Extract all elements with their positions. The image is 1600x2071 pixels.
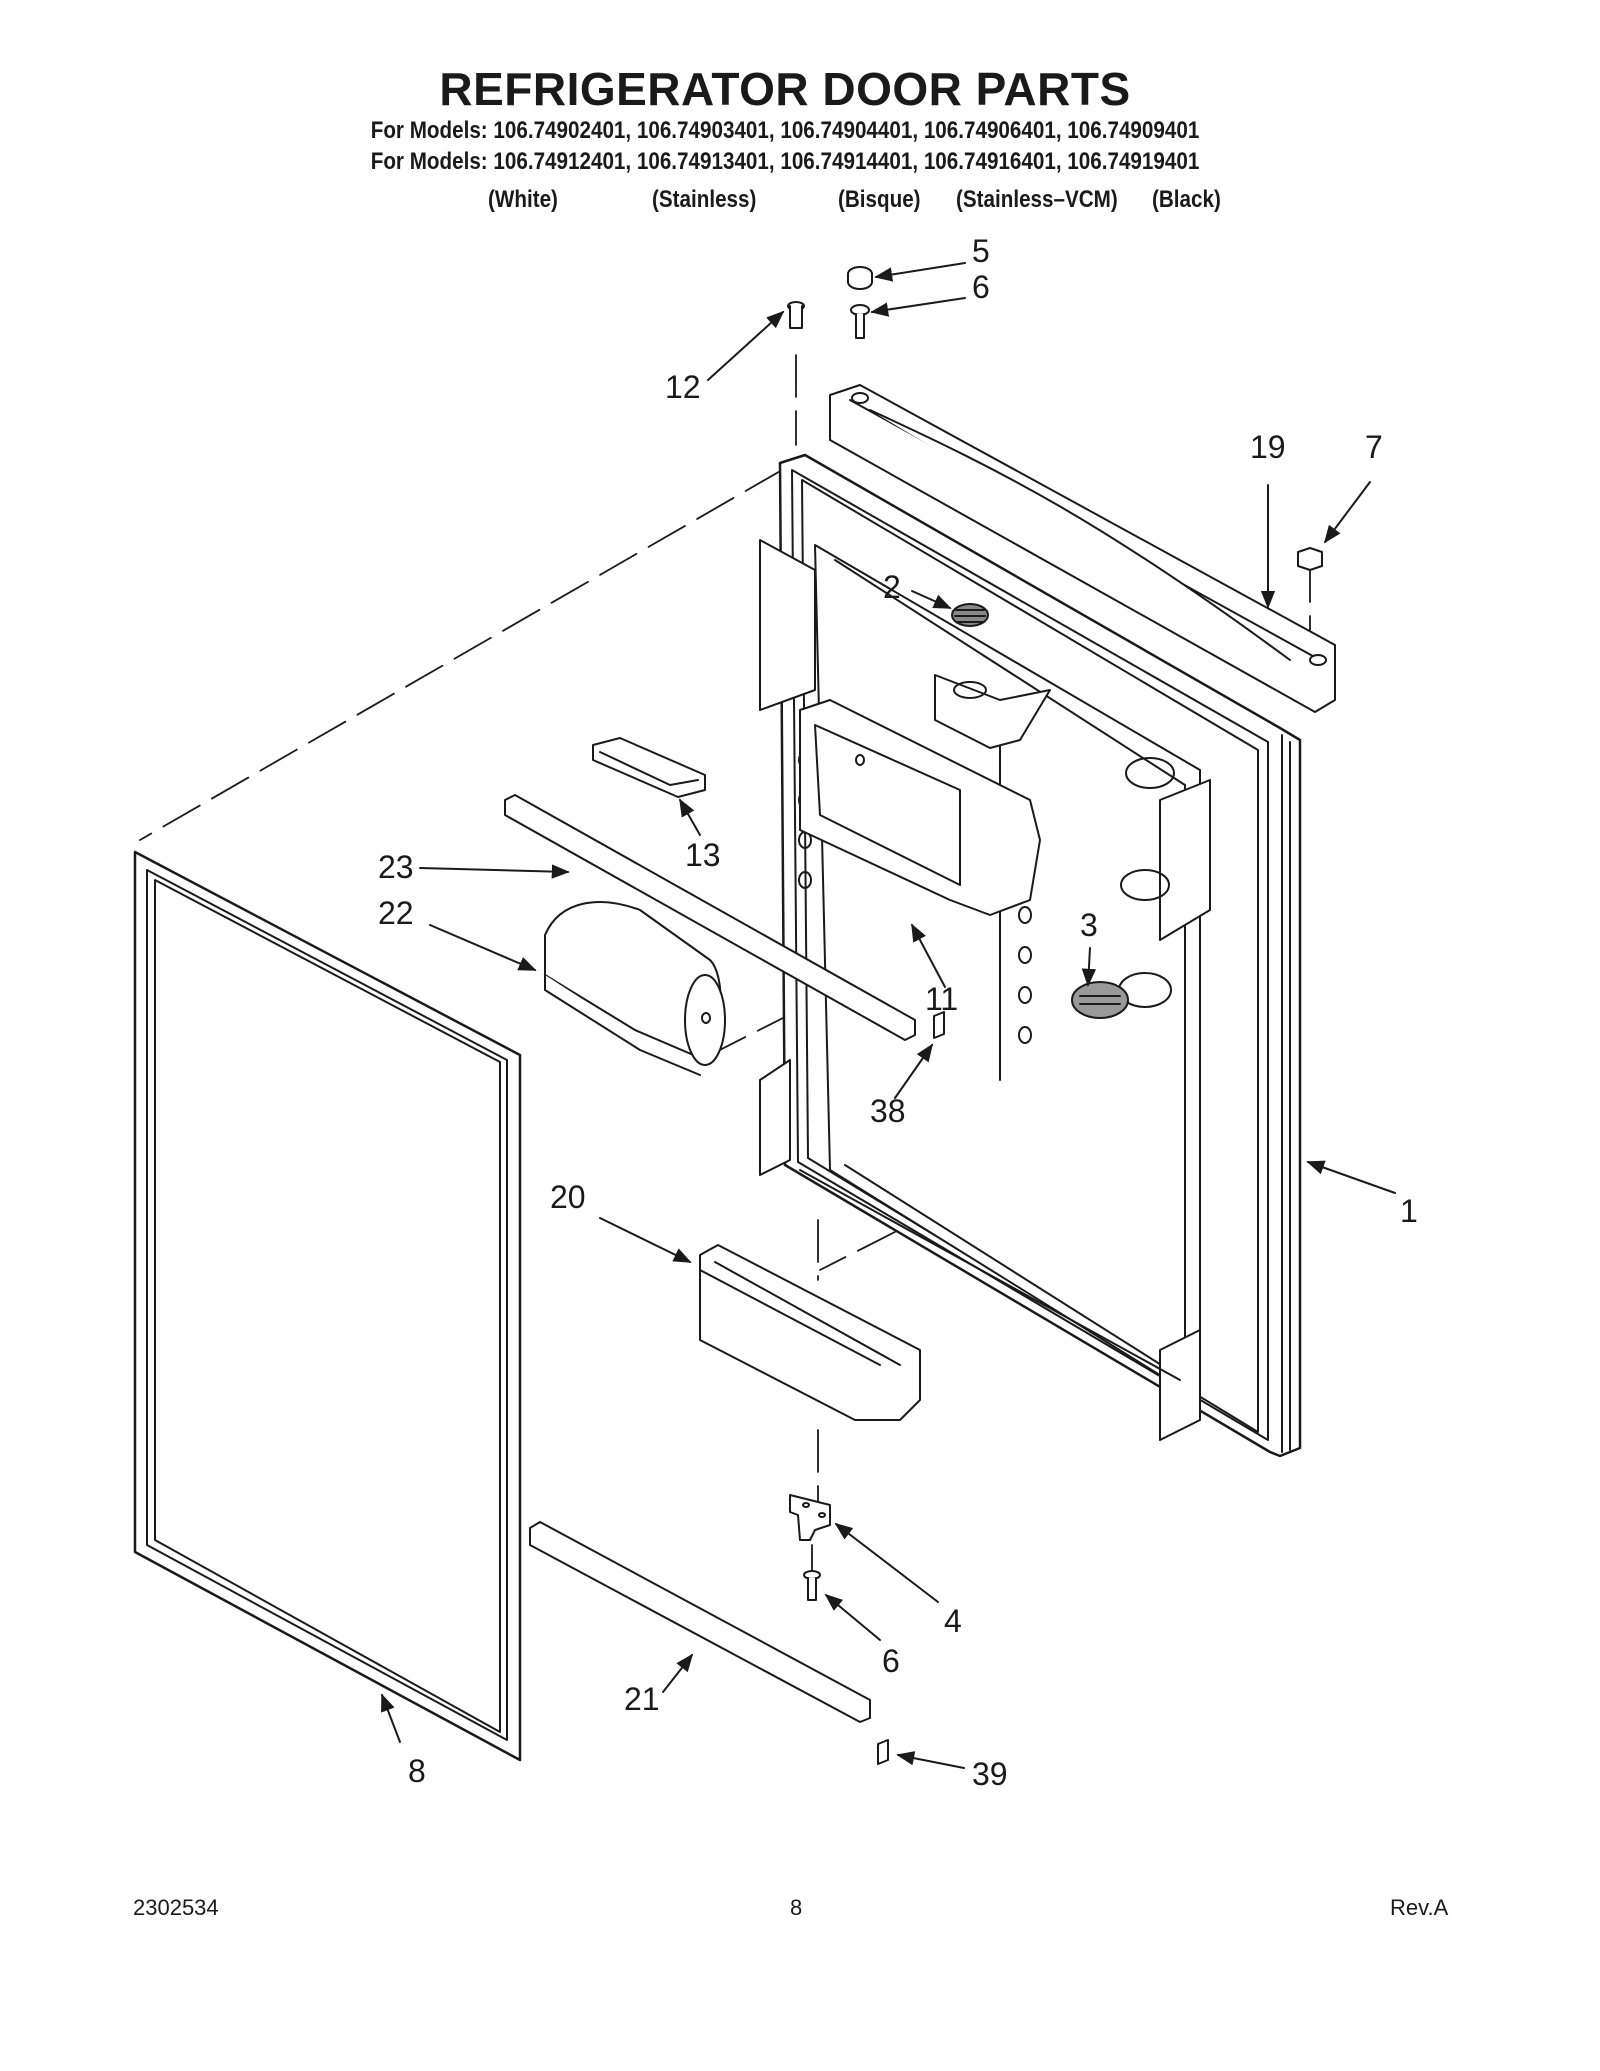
finish-black: (Black) — [1152, 186, 1221, 213]
callout-label: 39 — [972, 1756, 1008, 1792]
plug-small-part — [1297, 547, 1323, 571]
callout-label: 3 — [1080, 907, 1098, 943]
door-gasket-part — [133, 850, 522, 1762]
callout-label: 38 — [870, 1093, 906, 1129]
callout-label: 2 — [883, 569, 901, 605]
callout-label: 23 — [378, 849, 414, 885]
callout-label: 4 — [944, 1603, 962, 1639]
callout-label: 1 — [1400, 1193, 1418, 1229]
callout-label: 13 — [685, 837, 721, 873]
screw-top-part — [850, 304, 870, 339]
finish-stainless-vcm: (Stainless–VCM) — [956, 186, 1118, 213]
clip-38-part — [933, 1011, 945, 1039]
vent-part — [1071, 981, 1129, 1019]
grille-part — [951, 603, 989, 627]
screw-bottom-part — [803, 1570, 821, 1601]
page-number: 8 — [790, 1895, 803, 1920]
finish-bisque: (Bisque) — [838, 186, 921, 213]
pin-part — [787, 301, 805, 329]
models-line-2: For Models: 106.74912401, 106.74913401, … — [370, 148, 1200, 175]
bottom-trim-part — [529, 1521, 871, 1723]
finish-white: (White) — [488, 186, 558, 213]
bracket-part — [789, 1494, 831, 1541]
callout-label: 19 — [1250, 429, 1286, 465]
finish-stainless: (Stainless) — [652, 186, 757, 213]
plug-part — [847, 266, 873, 290]
callout-label: 12 — [665, 369, 701, 405]
clip-39-part — [877, 1739, 889, 1765]
document-number: 2302534 — [133, 1895, 219, 1920]
callout-label: 5 — [972, 233, 990, 269]
models-line-1: For Models: 106.74902401, 106.74903401, … — [370, 117, 1200, 144]
callout-label: 20 — [550, 1179, 586, 1215]
callout-label: 7 — [1365, 429, 1383, 465]
callout-label: 22 — [378, 895, 414, 931]
callout-labels: 5 6 12 19 7 2 13 23 22 3 11 38 20 1 4 6 … — [378, 233, 1418, 1792]
callout-label: 8 — [408, 1753, 426, 1789]
trim-strip-part — [504, 794, 916, 1041]
revision-label: Rev.A — [1390, 1895, 1449, 1920]
bin-cover-part — [544, 901, 726, 1076]
callout-leaders — [381, 262, 1396, 1769]
callout-label: 6 — [972, 269, 990, 305]
cover-part — [592, 737, 706, 798]
callout-label: 11 — [925, 981, 958, 1017]
door-cap-part — [829, 384, 1336, 713]
page-title: REFRIGERATOR DOOR PARTS — [439, 63, 1131, 115]
door-bin-part — [699, 1244, 921, 1421]
ice-bin-part — [799, 699, 1041, 916]
callout-label: 21 — [624, 1681, 660, 1717]
callout-label: 6 — [882, 1643, 900, 1679]
